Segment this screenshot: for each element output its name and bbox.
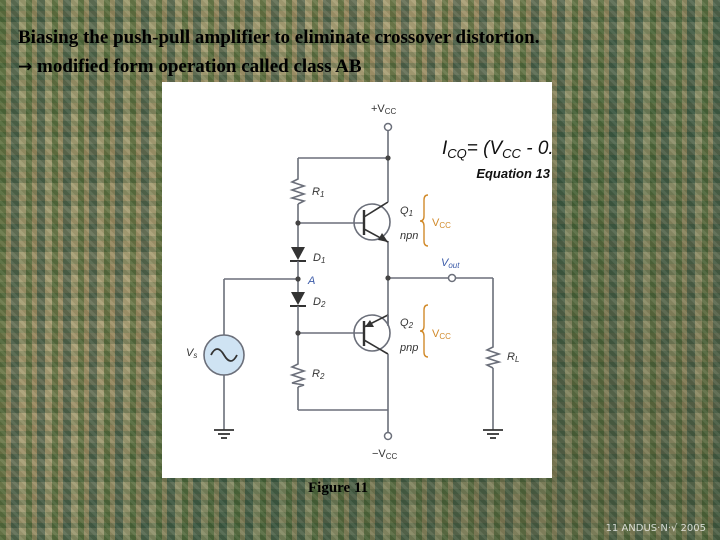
resistor-r2 (289, 361, 307, 388)
push-pull-schematic: +VCC −VCC R1 R2 D1 D2 A Q1 npn Q2 pnp VC… (186, 103, 615, 461)
q2-type-label: pnp (399, 342, 418, 354)
vout-terminal (447, 273, 457, 283)
equation-caption: Equation 13 (476, 166, 550, 181)
r2-label: R2 (312, 368, 325, 381)
vce2-brace (419, 304, 429, 358)
d2-label: D2 (313, 296, 326, 309)
vce1-label: VCC (432, 217, 451, 230)
equation-icq: ICQ= (VCC - 0.7V )/R1 (442, 138, 552, 161)
ground-icon (483, 429, 503, 439)
vout-label: Vout (441, 257, 460, 270)
junction-dots (295, 155, 391, 336)
r1-label: R1 (312, 186, 324, 199)
q2-label: Q2 (400, 317, 414, 330)
diode-d1 (290, 247, 306, 266)
vcc-top-terminal (383, 122, 393, 132)
d1-label: D1 (313, 252, 325, 265)
vs-label: Vs (186, 347, 197, 360)
ground-icon (214, 429, 234, 439)
slide-title-line-2: → modified form operation called class A… (18, 56, 362, 78)
q1-label: Q1 (400, 205, 413, 218)
right-arrow-icon: → (18, 57, 33, 77)
transistor-q1-npn (344, 193, 391, 243)
q1-type-label: npn (400, 230, 418, 242)
wires (223, 131, 494, 432)
slide-title-line-1: Biasing the push-pull amplifier to elimi… (18, 27, 539, 49)
slide-footer: 11 ANDUS·N·√ 2005 (605, 523, 706, 534)
diode-d2 (290, 292, 306, 311)
signal-source-vs (203, 334, 245, 376)
transistor-q2-pnp (344, 314, 391, 372)
node-a-label: A (307, 275, 315, 287)
figure-caption: Figure 11 (308, 480, 369, 496)
rl-label: RL (507, 351, 519, 364)
resistor-r1 (289, 176, 307, 205)
vce1-brace (419, 194, 429, 247)
vcc-bottom-label: −VCC (372, 448, 398, 461)
title-text-2: modified form operation called class AB (37, 56, 362, 77)
vce2-label: VCC (432, 328, 451, 341)
vcc-bottom-terminal (383, 431, 393, 441)
schematic-panel: +VCC −VCC R1 R2 D1 D2 A Q1 npn Q2 pnp VC… (162, 82, 615, 478)
resistor-rl (484, 344, 502, 369)
vcc-top-label: +VCC (371, 103, 397, 116)
title-text-1: Biasing the push-pull amplifier to elimi… (18, 27, 540, 48)
